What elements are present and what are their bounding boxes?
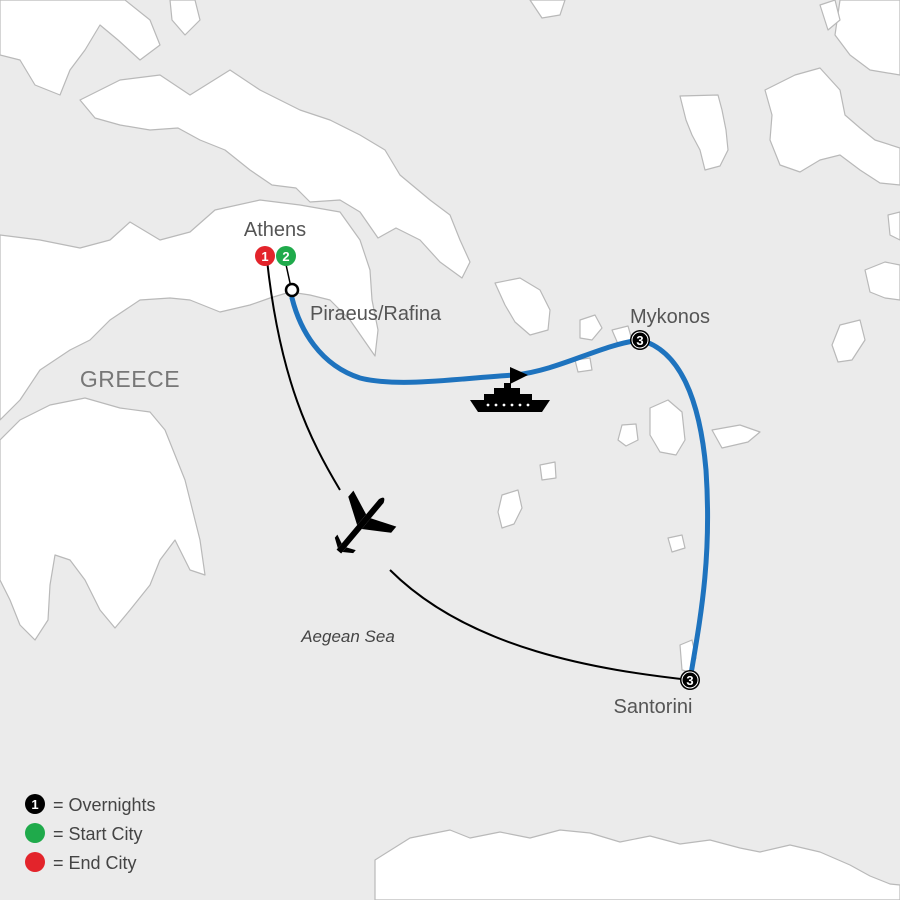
legend: 1 = Overnights = Start City = End City: [25, 794, 156, 873]
marker-santorini-count: 3: [686, 673, 693, 688]
island-tinos: [579, 314, 603, 341]
land-northeast-island: [819, 0, 841, 31]
airplane-icon: [334, 490, 397, 554]
island-north-3: [887, 211, 900, 241]
legend-end-text: = End City: [53, 853, 137, 873]
country-label: GREECE: [80, 366, 180, 392]
legend-item-overnights: 1 = Overnights: [25, 794, 156, 815]
land-east-coast: [764, 67, 900, 186]
island-east-2: [831, 319, 866, 363]
island-small-2: [539, 461, 557, 481]
sea-label: Aegean Sea: [300, 627, 395, 646]
marker-piraeus: [284, 282, 300, 298]
route-arrow-icon: [510, 367, 528, 384]
land-crete: [374, 829, 900, 900]
ferry-route-piraeus-mykonos: [289, 295, 643, 385]
island-small-4: [667, 534, 686, 553]
marker-mykonos: 3: [630, 330, 650, 350]
land-northwest: [0, 0, 161, 96]
marker-athens-start: 2: [276, 246, 296, 266]
island-north-2: [529, 0, 566, 19]
city-label-piraeus: Piraeus/Rafina: [310, 303, 442, 325]
marker-athens-end-count: 1: [261, 249, 268, 264]
marker-athens-start-count: 2: [282, 249, 289, 264]
island-paros: [617, 423, 639, 447]
legend-overnights-marker: 1: [31, 797, 38, 812]
marker-santorini: 3: [680, 670, 700, 690]
land-peloponnese: [0, 397, 206, 641]
island-small-3: [497, 489, 523, 529]
land-central-greece: [79, 69, 471, 279]
island-small-1: [574, 357, 593, 373]
island-andros: [494, 277, 551, 336]
city-label-mykonos: Mykonos: [630, 306, 710, 328]
legend-overnights-text: = Overnights: [53, 795, 156, 815]
marker-mykonos-count: 3: [636, 333, 643, 348]
city-label-santorini: Santorini: [614, 696, 693, 718]
island-north-1: [679, 94, 729, 171]
ship-icon: [470, 383, 550, 412]
island-naxos: [649, 399, 686, 456]
land-northeast: [834, 0, 900, 76]
ferry-route-mykonos-santorini: [637, 337, 711, 683]
legend-start-text: = Start City: [53, 824, 143, 844]
marker-athens-end: 1: [255, 246, 275, 266]
legend-item-start-city: = Start City: [25, 823, 143, 844]
city-label-athens: Athens: [244, 219, 306, 241]
land-north-coast: [169, 0, 201, 36]
flight-route-santorini-athens: [266, 259, 691, 681]
island-east-1: [864, 261, 900, 301]
legend-item-end-city: = End City: [25, 852, 137, 873]
island-east-3: [711, 424, 761, 449]
